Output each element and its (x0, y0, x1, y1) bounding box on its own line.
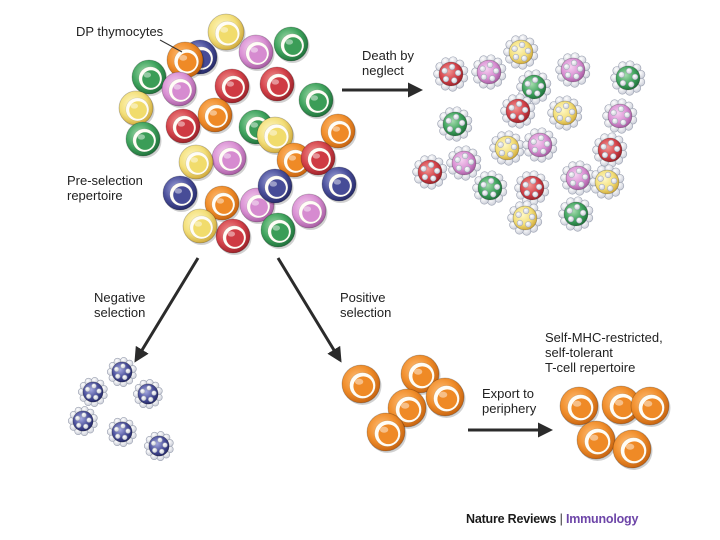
final-label-line1: Self-MHC-restricted, (545, 330, 663, 345)
pink-apoptotic-cell (471, 54, 507, 90)
export-to-periphery-label: Export to periphery (482, 386, 536, 416)
navy-apoptotic-cell (77, 377, 108, 407)
arrows (134, 82, 553, 438)
orange-thymocyte (366, 412, 407, 453)
orange-thymocyte (320, 113, 357, 150)
final-label-line3: T-cell repertoire (545, 360, 636, 375)
navy-thymocyte (162, 175, 199, 212)
preselection-label-line2: repertoire (67, 188, 123, 203)
yellow-apoptotic-cell (589, 164, 625, 200)
credit-brand: Nature Reviews (466, 512, 557, 526)
preselection-label-line1: Pre-selection (67, 173, 143, 188)
yellow-thymocyte (118, 90, 155, 127)
pink-apoptotic-cell (560, 160, 596, 196)
arrow-negative-selection (134, 257, 200, 363)
green-thymocyte (298, 82, 335, 119)
yellow-apoptotic-cell (547, 95, 583, 131)
orange-thymocyte (559, 386, 600, 427)
orange-thymocyte (197, 97, 234, 134)
green-thymocyte (131, 59, 168, 96)
navy-apoptotic-cell (67, 406, 98, 436)
neglect-dying-cells (412, 34, 646, 236)
red-apoptotic-cell (514, 170, 550, 206)
negative-label-line1: Negative (94, 290, 146, 305)
navy-apoptotic-cell (132, 379, 163, 409)
green-apoptotic-cell (610, 60, 646, 96)
final-label-line2: self-tolerant (545, 345, 613, 360)
pink-apoptotic-cell (522, 127, 558, 163)
red-apoptotic-cell (500, 93, 536, 129)
red-apoptotic-cell (592, 132, 628, 168)
pink-thymocyte (161, 71, 198, 108)
death-label-line1: Death by (362, 48, 415, 63)
navy-thymocyte (257, 168, 294, 205)
peripheral-t-cell-repertoire (559, 385, 671, 470)
arrow-positive-selection (276, 257, 342, 363)
pink-apoptotic-cell (602, 98, 638, 134)
positive-label-line1: Positive (340, 290, 386, 305)
green-thymocyte (125, 121, 162, 158)
red-thymocyte (165, 108, 202, 145)
pink-thymocyte (239, 187, 276, 224)
navy-apoptotic-cell (106, 417, 137, 447)
orange-thymocyte (341, 364, 382, 405)
pre-selection-repertoire-label: Pre-selection repertoire (67, 173, 143, 203)
journal-credit: Nature Reviews | Immunology (466, 512, 638, 526)
orange-thymocyte (425, 377, 466, 418)
negative-label-line2: selection (94, 305, 146, 320)
orange-thymocyte (612, 429, 653, 470)
orange-thymocyte (576, 420, 617, 461)
positively-selected-cells (341, 354, 466, 453)
pink-thymocyte (291, 193, 328, 230)
export-label-line1: Export to (482, 386, 535, 401)
negative-selection-dying-cells (67, 357, 174, 461)
navy-apoptotic-cell (143, 431, 174, 461)
yellow-apoptotic-cell (489, 130, 525, 166)
navy-thymocyte (321, 166, 358, 203)
red-thymocyte (300, 140, 337, 177)
dp-thymocytes-label: DP thymocytes (76, 24, 164, 39)
red-apoptotic-cell (412, 154, 448, 190)
pink-apoptotic-cell (555, 52, 591, 88)
pink-apoptotic-cell (446, 145, 482, 181)
orange-thymocyte (630, 386, 671, 427)
yellow-thymocyte (207, 13, 246, 52)
death-by-neglect-label: Death by neglect (362, 48, 414, 78)
pink-thymocyte (211, 140, 248, 177)
positive-label-line2: selection (340, 305, 392, 320)
red-thymocyte (214, 68, 251, 105)
red-apoptotic-cell (433, 56, 469, 92)
red-thymocyte (215, 218, 252, 255)
red-thymocyte (259, 66, 296, 103)
green-thymocyte (260, 212, 297, 249)
preselection-cell-cluster (118, 13, 358, 255)
negative-selection-label: Negative selection (94, 290, 145, 320)
credit-separator: | (559, 512, 563, 526)
pink-thymocyte (238, 34, 275, 71)
navy-apoptotic-cell (106, 357, 137, 387)
credit-journal: Immunology (565, 512, 639, 526)
dp-thymocytes-pointer (159, 39, 183, 53)
positive-selection-label: Positive selection (340, 290, 391, 320)
green-apoptotic-cell (558, 196, 594, 232)
green-thymocyte (273, 26, 310, 63)
orange-thymocyte (204, 185, 241, 222)
final-repertoire-label: Self-MHC-restricted, self-tolerant T-cel… (545, 330, 663, 375)
yellow-thymocyte (182, 208, 219, 245)
yellow-thymocyte (178, 144, 215, 181)
green-apoptotic-cell (472, 170, 508, 206)
green-apoptotic-cell (437, 106, 473, 142)
yellow-apoptotic-cell (503, 34, 539, 70)
export-label-line2: periphery (482, 401, 537, 416)
orange-thymocyte (166, 41, 205, 80)
yellow-apoptotic-cell (507, 200, 543, 236)
death-label-line2: neglect (362, 63, 404, 78)
